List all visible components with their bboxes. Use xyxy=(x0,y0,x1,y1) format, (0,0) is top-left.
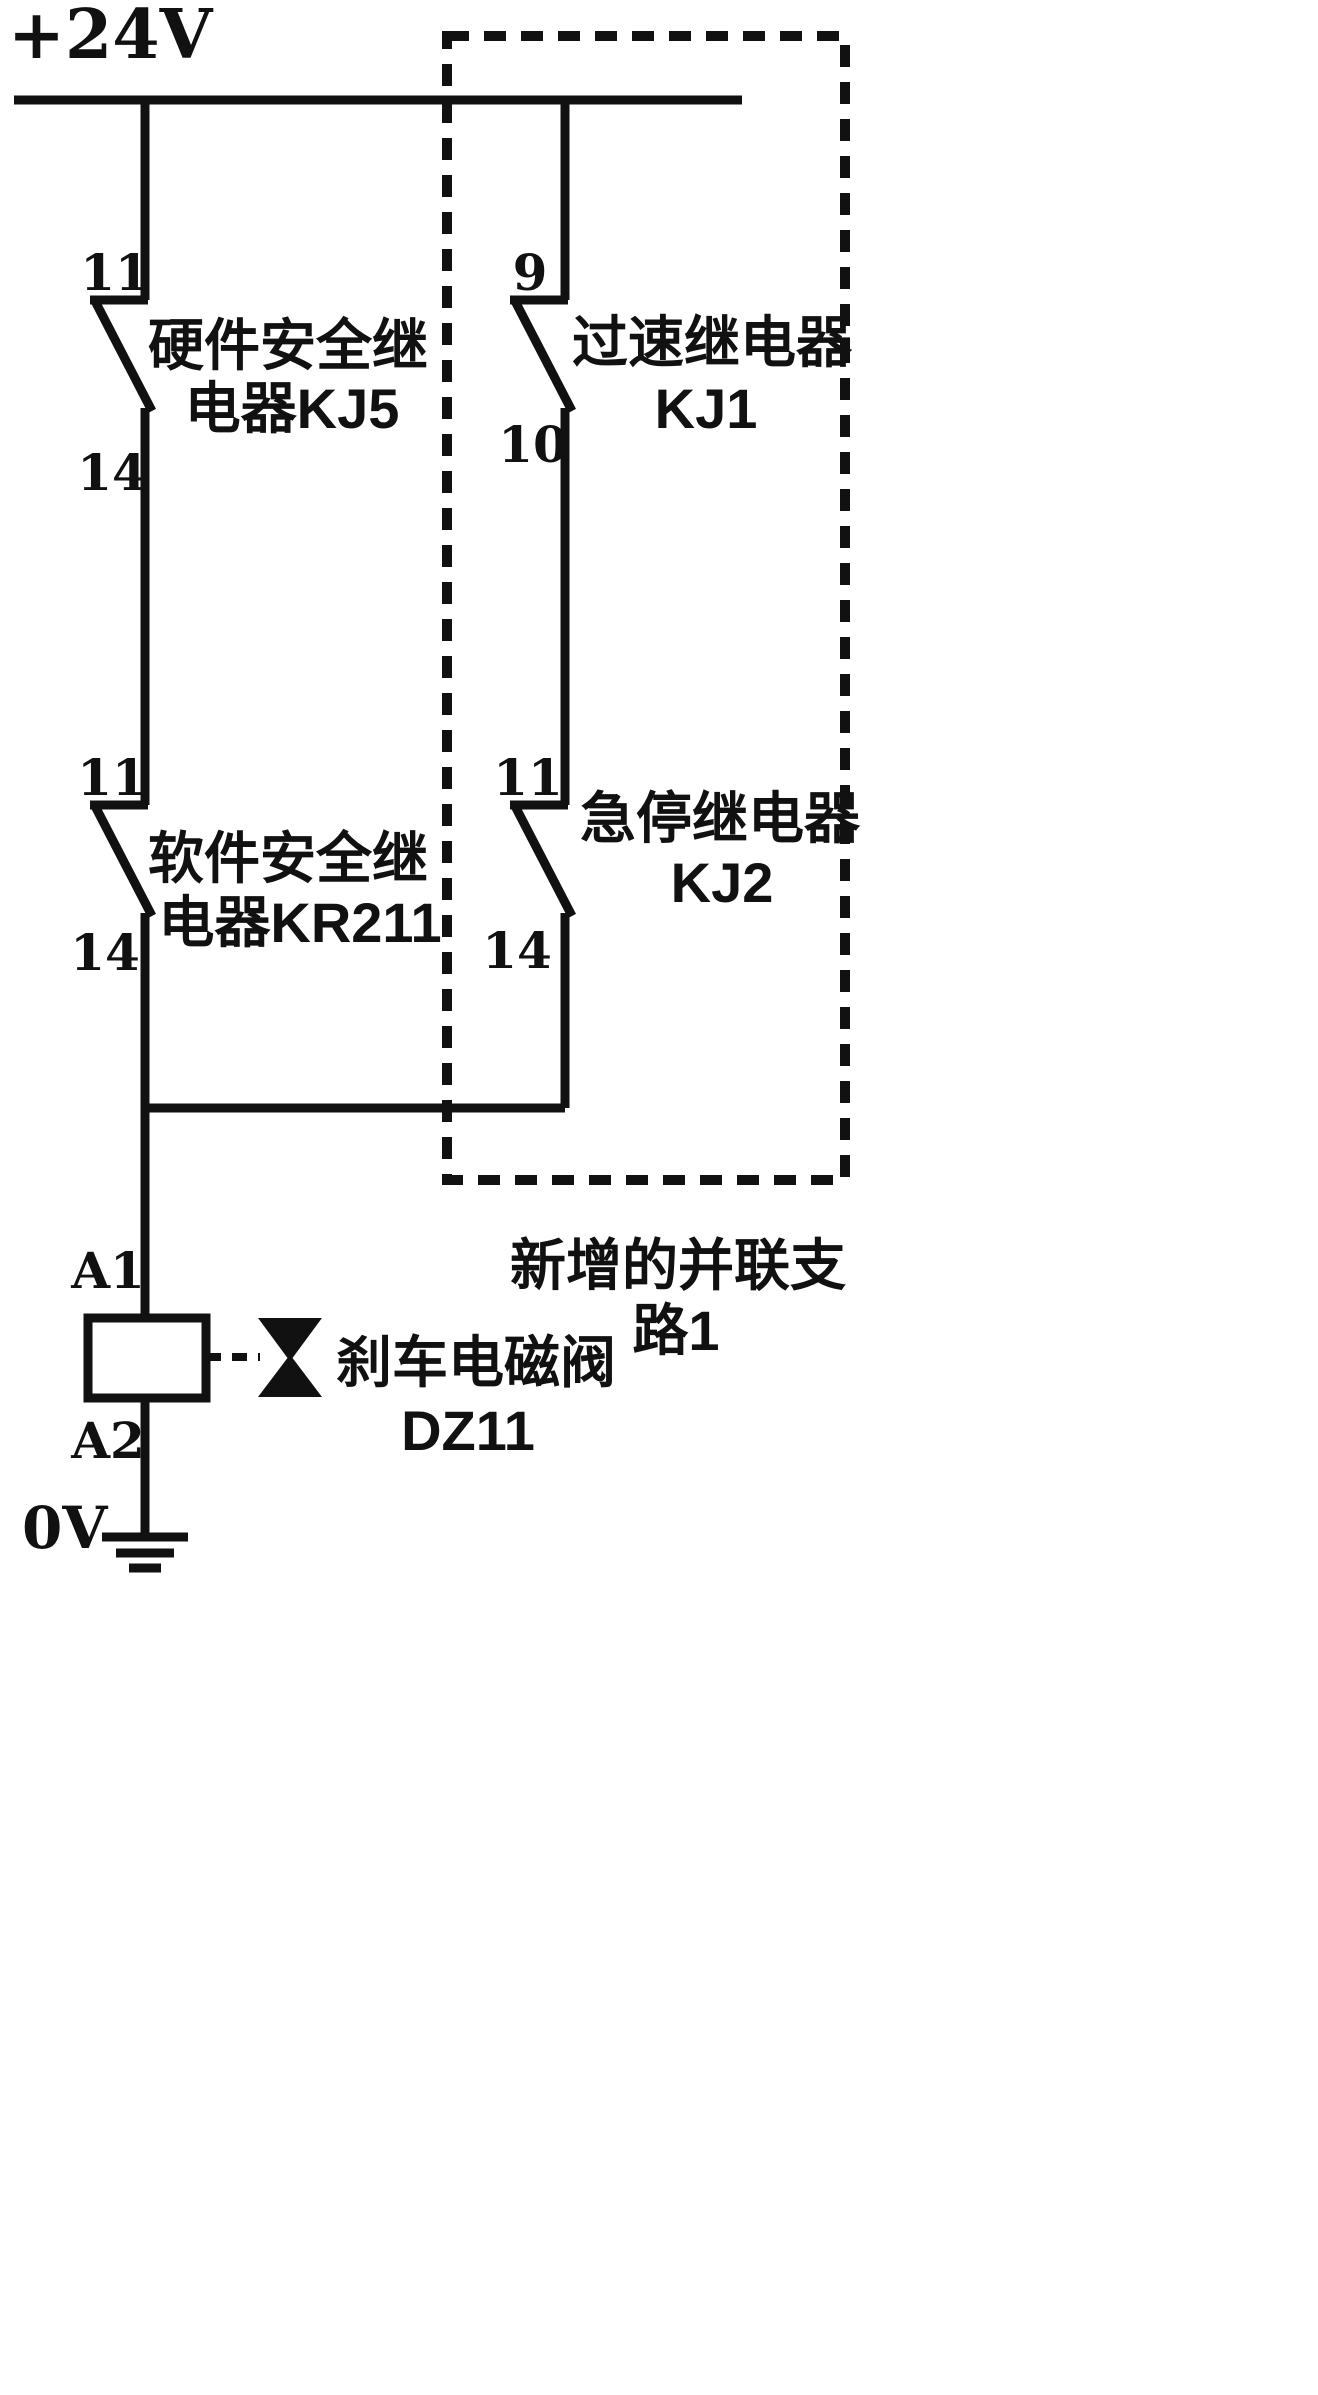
kr211-terminal-bottom-label: 14 xyxy=(70,923,140,982)
kr211-contact-blade xyxy=(91,803,156,919)
ground-voltage-label: 0V xyxy=(22,1494,108,1562)
kj2-name-line1: 急停继电器 xyxy=(580,787,861,850)
coil-terminal-a2-label: A2 xyxy=(70,1411,145,1470)
kr211-name-line1: 软件安全继 xyxy=(148,827,428,890)
valve-symbol-upper-triangle xyxy=(258,1318,322,1362)
solenoid-coil-box xyxy=(83,1313,211,1403)
parallel-branch-caption-line1: 新增的并联支 xyxy=(510,1234,846,1297)
supply-voltage-label: +24V xyxy=(8,0,214,75)
kj1-contact-blade xyxy=(511,298,576,414)
kj5-terminal-top-label: 11 xyxy=(80,243,150,302)
parallel-branch-caption-line2: 路1 xyxy=(632,1299,719,1362)
kj2-terminal-bottom-label: 14 xyxy=(482,921,552,980)
kj2-contact-blade xyxy=(511,803,576,919)
kj5-name-line1: 硬件安全继 xyxy=(148,314,428,377)
kj5-contact-blade xyxy=(91,298,156,414)
parallel-branch-dashed-boundary xyxy=(442,31,850,1185)
valve-name-line1: 刹车电磁阀 xyxy=(336,1331,616,1394)
kj5-name-line2: 电器KJ5 xyxy=(185,377,400,440)
kr211-terminal-top-label: 11 xyxy=(77,748,147,807)
kj1-terminal-bottom-label: 10 xyxy=(498,415,568,474)
valve-symbol-lower-triangle xyxy=(257,1354,323,1397)
kj1-name-line1: 过速继电器 xyxy=(572,311,853,374)
kr211-name-line2: 电器KR211 xyxy=(158,891,441,954)
kj1-name-line2: KJ1 xyxy=(655,377,758,440)
kj2-name-line2: KJ2 xyxy=(671,851,774,914)
kj2-terminal-top-label: 11 xyxy=(493,748,563,807)
coil-terminal-a1-label: A1 xyxy=(70,1241,145,1300)
kj5-terminal-bottom-label: 14 xyxy=(77,443,147,502)
kj1-terminal-top-label: 9 xyxy=(513,243,548,302)
valve-name-line2: DZ11 xyxy=(401,1399,535,1462)
